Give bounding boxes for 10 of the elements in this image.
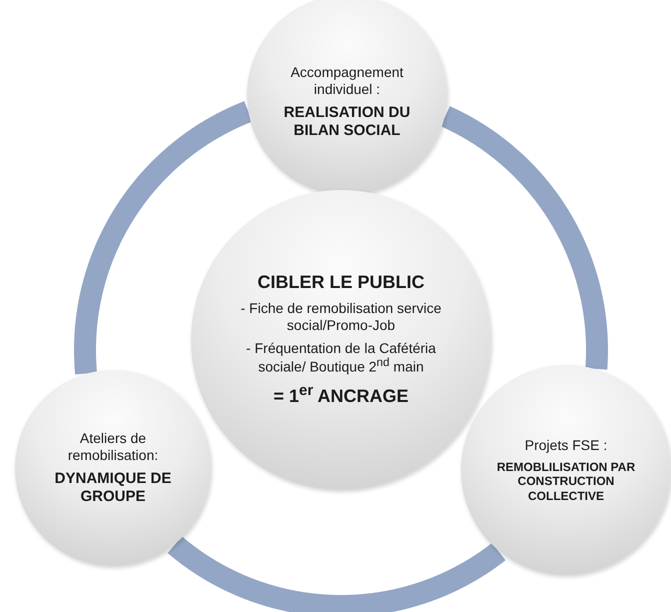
body-text: - Fiche de remobilisation service social/Promo-Job [240, 300, 442, 334]
heading-text: REALISATION DU BILAN SOCIAL [282, 104, 412, 140]
body-text: Ateliers de remobilisation: [66, 430, 160, 464]
heading-text: REMOBLILISATION PAR CONSTRUCTION COLLECTIVE [496, 460, 636, 503]
heading-text: CIBLER LE PUBLIC [256, 272, 426, 294]
body-text: - Fréquentation de la Cafétéria sociale/ Boutique 2$^{nd}$ main [245, 340, 437, 376]
body-text: Accompagnement individuel : [290, 64, 404, 98]
body-text: Projets FSE : [524, 437, 608, 454]
heading-text: = 1$^{er}$ ANCRAGE [272, 382, 410, 408]
heading-text: DYNAMIQUE DE GROUPE [54, 470, 172, 506]
